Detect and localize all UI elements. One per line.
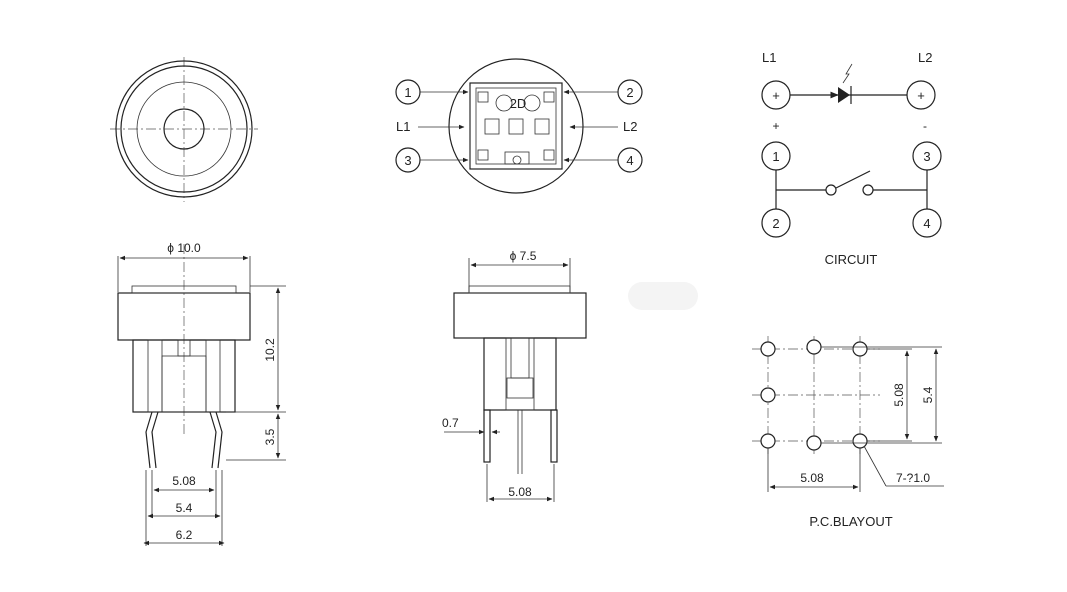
callout-2: 2	[563, 79, 643, 105]
dim-side-pitch: 5.08	[508, 485, 532, 499]
dim-pcb-vertical-outer: 5.4	[921, 386, 935, 403]
dim-front-diameter: ϕ 10.0	[167, 241, 201, 255]
dim-pcb-horizontal: 5.08	[800, 471, 824, 485]
polarity-plus: +	[772, 119, 779, 133]
center-mark: 2D	[510, 96, 527, 111]
node-plus-right: +	[917, 88, 925, 103]
switch-bottom-view: 2D 1 2 3 4 L1 L2	[395, 58, 643, 194]
callout-3: 3	[395, 147, 469, 173]
dim-front-pitch: 5.08	[172, 474, 196, 488]
side-view: ϕ 7.5 0.7 5.08	[442, 249, 587, 502]
dim-side-diameter: ϕ 7.5	[510, 249, 537, 263]
svg-text:2: 2	[626, 85, 633, 100]
terminal-2: 2	[772, 216, 779, 231]
cap-top-view	[110, 57, 258, 202]
switch-symbol	[776, 170, 927, 196]
front-view: ϕ 10.0 10.2 3.5 5.08 5.4 6.2	[117, 241, 286, 546]
node-plus-left: +	[772, 88, 780, 103]
dim-side-pin-width: 0.7	[442, 416, 459, 430]
callout-1: 1	[395, 79, 469, 105]
label-l1: L1	[396, 119, 410, 134]
polarity-minus: -	[923, 119, 927, 133]
dim-front-pin-length: 3.5	[263, 428, 277, 445]
terminal-1: 1	[772, 149, 779, 164]
dim-front-width: 6.2	[176, 528, 193, 542]
led-symbol	[838, 63, 853, 104]
terminal-4: 4	[923, 216, 930, 231]
circuit-l1: L1	[762, 50, 776, 65]
terminal-3: 3	[923, 149, 930, 164]
svg-text:1: 1	[404, 85, 411, 100]
circuit-title: CIRCUIT	[825, 252, 878, 267]
dim-pcb-vertical-inner: 5.08	[892, 383, 906, 407]
circuit-l2: L2	[918, 50, 932, 65]
callout-4: 4	[563, 147, 643, 173]
smudge	[628, 282, 698, 310]
hole-note: 7-?1.0	[896, 471, 930, 485]
pcb-layout-title: P.C.BLAYOUT	[809, 514, 892, 529]
circuit-diagram: L1 L2 + + + - 1 3 2 4 CIRCUIT	[761, 50, 942, 267]
svg-text:3: 3	[404, 153, 411, 168]
dim-front-height: 10.2	[263, 338, 277, 362]
svg-text:4: 4	[626, 153, 633, 168]
label-l2: L2	[623, 119, 637, 134]
dim-front-span: 5.4	[176, 501, 193, 515]
pcb-layout: 5.08 5.4 5.08 7-?1.0 P.C.BLAYOUT	[752, 336, 944, 529]
